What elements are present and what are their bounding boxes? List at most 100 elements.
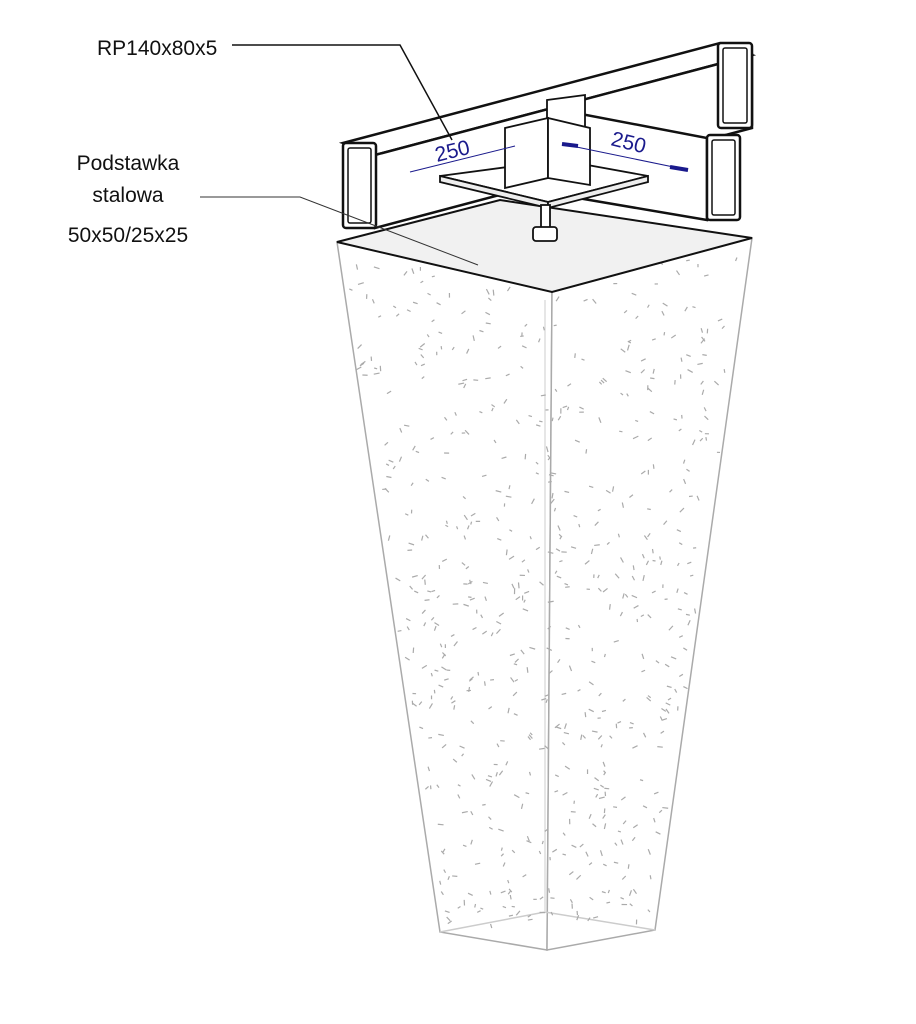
speckle bbox=[702, 354, 707, 356]
speckle bbox=[458, 382, 465, 385]
speckle bbox=[601, 709, 607, 713]
speckle bbox=[440, 891, 444, 896]
speckle bbox=[553, 507, 557, 512]
support-label-line1: Podstawka bbox=[77, 152, 180, 175]
speckle bbox=[526, 840, 532, 844]
speckle bbox=[541, 697, 547, 701]
speckle bbox=[665, 708, 670, 714]
speckle bbox=[505, 373, 510, 377]
speckle bbox=[529, 536, 532, 540]
speckle bbox=[461, 310, 466, 315]
speckle bbox=[723, 369, 726, 373]
speckle bbox=[566, 406, 570, 411]
speckle bbox=[588, 862, 593, 866]
speckle bbox=[647, 508, 651, 511]
speckle bbox=[424, 599, 430, 601]
speckle bbox=[659, 556, 661, 560]
speckle bbox=[489, 923, 493, 929]
speckle bbox=[446, 916, 451, 922]
speckle bbox=[640, 614, 645, 618]
speckle bbox=[456, 526, 459, 530]
speckle bbox=[485, 311, 491, 316]
speckle bbox=[445, 524, 449, 528]
speckle bbox=[555, 726, 562, 730]
speckle bbox=[447, 875, 450, 881]
speckle bbox=[683, 647, 688, 651]
speckle bbox=[647, 695, 652, 699]
speckle bbox=[535, 546, 541, 551]
speckle bbox=[674, 688, 678, 693]
speckle bbox=[547, 454, 551, 459]
speckle bbox=[614, 842, 618, 846]
speckle bbox=[508, 914, 514, 917]
speckle bbox=[457, 794, 461, 799]
speckle bbox=[663, 332, 666, 336]
speckle bbox=[522, 608, 529, 612]
speckle bbox=[501, 456, 507, 460]
speckle bbox=[474, 903, 477, 908]
speckle bbox=[632, 565, 635, 571]
speckle bbox=[392, 465, 396, 470]
speckle bbox=[687, 369, 694, 373]
speckle bbox=[558, 533, 562, 538]
speckle bbox=[441, 476, 446, 480]
speckle bbox=[583, 298, 588, 302]
speckle bbox=[683, 592, 688, 595]
speckle bbox=[632, 435, 639, 440]
speckle bbox=[564, 723, 567, 729]
speckle bbox=[538, 338, 541, 343]
speckle bbox=[584, 560, 590, 565]
speckle bbox=[421, 574, 427, 580]
speckle bbox=[557, 525, 561, 531]
speckle bbox=[564, 490, 570, 494]
speckle bbox=[677, 608, 682, 611]
speckle bbox=[493, 439, 497, 444]
speckle bbox=[652, 368, 655, 374]
speckle bbox=[600, 784, 605, 788]
speckle bbox=[420, 354, 425, 359]
speckle bbox=[721, 325, 725, 330]
speckle bbox=[605, 489, 611, 494]
speckle bbox=[496, 620, 502, 625]
speckle bbox=[660, 560, 663, 566]
beam-leader-line bbox=[232, 44, 453, 141]
speckle bbox=[529, 646, 536, 650]
speckle bbox=[457, 906, 461, 909]
speckle bbox=[541, 840, 544, 845]
speckle bbox=[528, 734, 533, 739]
speckle bbox=[624, 593, 629, 598]
speckle bbox=[554, 790, 559, 793]
speckle bbox=[513, 663, 518, 666]
speckle bbox=[469, 597, 475, 601]
speckle bbox=[620, 348, 626, 353]
speckle bbox=[482, 581, 488, 584]
speckle bbox=[617, 830, 622, 833]
support-leader-line bbox=[200, 196, 479, 266]
speckle bbox=[505, 549, 508, 556]
speckle bbox=[513, 713, 518, 716]
speckle bbox=[576, 915, 580, 921]
speckle bbox=[676, 270, 681, 276]
speckle bbox=[527, 736, 532, 741]
speckle bbox=[611, 486, 615, 492]
speckle bbox=[427, 590, 432, 593]
speckle bbox=[613, 639, 619, 643]
speckle bbox=[507, 707, 510, 714]
speckle bbox=[424, 579, 426, 585]
speckle bbox=[625, 370, 632, 374]
speckle bbox=[639, 779, 644, 782]
speckle bbox=[562, 853, 567, 856]
speckle bbox=[619, 430, 623, 433]
speckle bbox=[713, 380, 720, 386]
speckle bbox=[571, 844, 577, 848]
speckle bbox=[555, 296, 560, 302]
speckle bbox=[640, 470, 646, 475]
speckle bbox=[488, 706, 493, 710]
speckle bbox=[437, 823, 444, 826]
speckle bbox=[548, 474, 554, 477]
speckle bbox=[463, 603, 470, 607]
speckle bbox=[463, 514, 468, 521]
speckle bbox=[419, 343, 426, 348]
speckle bbox=[373, 266, 380, 270]
speckle bbox=[411, 574, 418, 578]
